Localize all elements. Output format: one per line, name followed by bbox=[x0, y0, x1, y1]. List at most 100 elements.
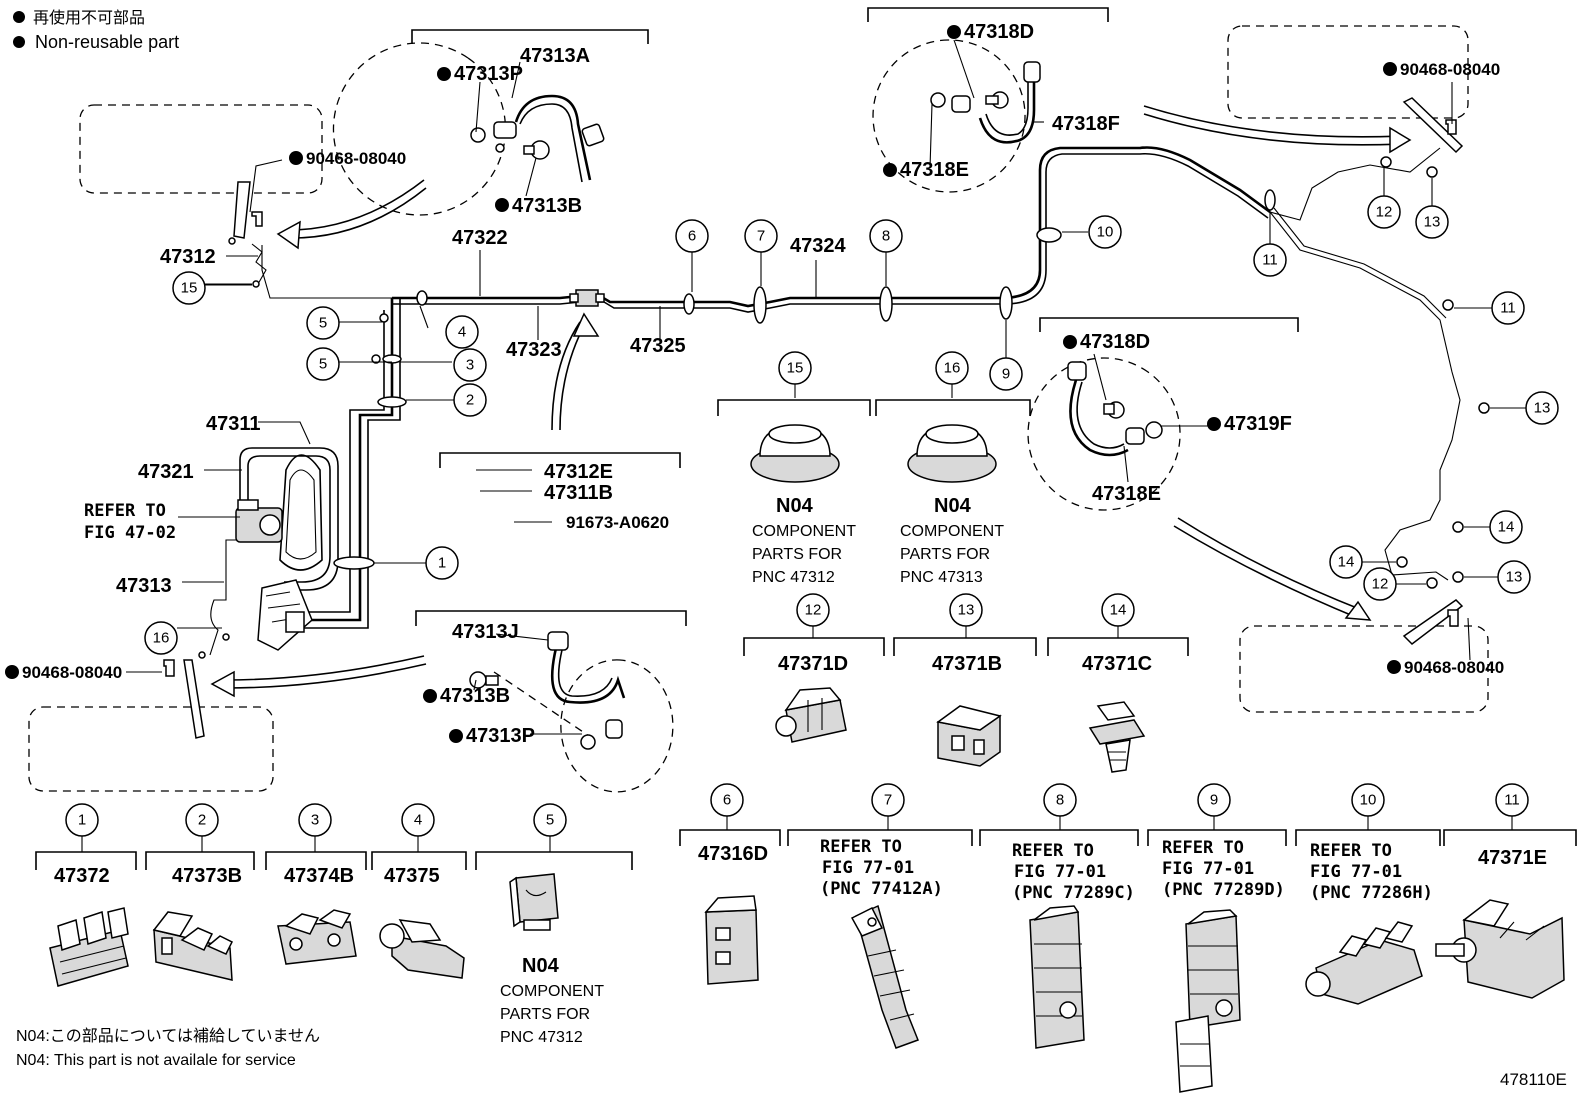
label-47324: 47324 bbox=[790, 235, 846, 257]
svg-text:1: 1 bbox=[438, 555, 446, 572]
svg-text:6: 6 bbox=[688, 228, 696, 245]
label-47311: 47311 bbox=[206, 413, 261, 435]
label-refer-to-9: REFER TO bbox=[1162, 838, 1244, 858]
catalog-1: 1 bbox=[65, 803, 99, 837]
callout-11a: 11 bbox=[1253, 243, 1287, 277]
callout-12b: 12 bbox=[1363, 567, 1397, 601]
svg-text:4: 4 bbox=[414, 812, 422, 829]
label-n04-15: N04 bbox=[776, 495, 814, 517]
label-n04-16: N04 bbox=[934, 495, 972, 517]
label-refer-to-8: REFER TO bbox=[1012, 841, 1094, 861]
label-47311B: 47311B bbox=[544, 482, 613, 504]
hose-detail-mid-right bbox=[1027, 357, 1181, 511]
bracket-clips bbox=[163, 97, 1464, 739]
catalog-16: 16 bbox=[935, 351, 969, 385]
label-fig-77-01-8: FIG 77-01 bbox=[1014, 862, 1106, 882]
catalog-13: 13 bbox=[949, 593, 983, 627]
svg-text:13: 13 bbox=[958, 602, 975, 619]
catalog-4: 4 bbox=[401, 803, 435, 837]
label-91673-A0620: 91673-A0620 bbox=[566, 513, 669, 532]
label-47372: 47372 bbox=[54, 865, 110, 887]
label-47371C: 47371C bbox=[1082, 653, 1152, 675]
catalog-9: 9 bbox=[1197, 783, 1231, 817]
label-47375: 47375 bbox=[384, 865, 440, 887]
label-parts-for-15: PARTS FOR bbox=[752, 546, 842, 563]
part-labels: 47313A 47313P 90468-08040 47313B 47312 4… bbox=[5, 21, 1504, 747]
svg-text:3: 3 bbox=[311, 812, 319, 829]
label-47318D-mid: 47318D bbox=[1080, 331, 1150, 353]
catalog-3: 3 bbox=[298, 803, 332, 837]
svg-text:12: 12 bbox=[1372, 576, 1389, 593]
hose-detail-top-left bbox=[332, 42, 605, 216]
svg-text:10: 10 bbox=[1360, 792, 1377, 809]
catalog-grommets: 15 N04 COMPONENT PARTS FOR PNC 47312 16 … bbox=[717, 351, 1031, 586]
clamp-markers bbox=[198, 156, 1490, 659]
label-47371B: 47371B bbox=[932, 653, 1002, 675]
svg-text:3: 3 bbox=[466, 357, 474, 374]
label-90468-top-left: 90468-08040 bbox=[306, 149, 406, 168]
label-component-16: COMPONENT bbox=[900, 523, 1004, 540]
arrows bbox=[210, 105, 1412, 698]
legend-n04-en: N04: This part is not availale for servi… bbox=[16, 1052, 296, 1069]
svg-text:9: 9 bbox=[1002, 366, 1010, 383]
label-47313B-bottom: 47313B bbox=[440, 685, 510, 707]
callout-3: 3 bbox=[453, 348, 487, 382]
label-pnc-77286h: (PNC 77286H) bbox=[1310, 883, 1433, 903]
svg-text:8: 8 bbox=[1056, 792, 1064, 809]
callout-14b: 14 bbox=[1329, 545, 1363, 579]
label-47321: 47321 bbox=[138, 461, 194, 483]
junction-block bbox=[569, 289, 605, 307]
svg-text:13: 13 bbox=[1506, 569, 1523, 586]
legend-non-reusable-en: Non-reusable part bbox=[35, 32, 179, 52]
svg-text:12: 12 bbox=[1376, 204, 1393, 221]
svg-text:6: 6 bbox=[723, 792, 731, 809]
label-47318E-mid: 47318E bbox=[1092, 483, 1161, 505]
svg-text:7: 7 bbox=[884, 792, 892, 809]
label-47373B: 47373B bbox=[172, 865, 242, 887]
svg-text:1: 1 bbox=[78, 812, 86, 829]
label-47313: 47313 bbox=[116, 575, 172, 597]
label-parts-for-16: PARTS FOR bbox=[900, 546, 990, 563]
callout-8: 8 bbox=[869, 219, 903, 253]
legend-n04-ja: N04:この部品については補給していません bbox=[16, 1027, 320, 1045]
label-n04-5: N04 bbox=[522, 955, 560, 977]
catalog-bottom-left: 1 47372 2 47373B 3 47374B 4 47375 5 bbox=[35, 803, 633, 1046]
catalog-15: 15 bbox=[778, 351, 812, 385]
svg-text:2: 2 bbox=[466, 392, 474, 409]
area-boxes bbox=[28, 7, 1489, 792]
label-fig-47-02: FIG 47-02 bbox=[84, 523, 176, 543]
label-fig-77-01-7: FIG 77-01 bbox=[822, 858, 914, 878]
callout-6: 6 bbox=[675, 219, 709, 253]
label-fig-77-01-10: FIG 77-01 bbox=[1310, 862, 1402, 882]
callout-1: 1 bbox=[425, 546, 459, 580]
leader-lines bbox=[126, 39, 1526, 735]
label-pnc-47312-5: PNC 47312 bbox=[500, 1029, 583, 1046]
catalog-5: 5 bbox=[533, 803, 567, 837]
catalog-6: 6 bbox=[710, 783, 744, 817]
svg-text:7: 7 bbox=[757, 228, 765, 245]
svg-text:13: 13 bbox=[1424, 214, 1441, 231]
svg-text:5: 5 bbox=[319, 315, 327, 332]
label-47313J: 47313J bbox=[452, 621, 519, 643]
master-cylinder bbox=[235, 499, 313, 651]
callouts-diagram: 1 2 3 4 5 5 15 16 6 7 8 9 10 11 11 12 13… bbox=[144, 195, 1559, 655]
svg-text:15: 15 bbox=[181, 280, 198, 297]
label-pnc-77289c: (PNC 77289C) bbox=[1012, 883, 1135, 903]
label-47318E-top: 47318E bbox=[900, 159, 969, 181]
label-component-5: COMPONENT bbox=[500, 983, 604, 1000]
callout-5a: 5 bbox=[306, 306, 340, 340]
callout-13a: 13 bbox=[1415, 205, 1449, 239]
svg-text:9: 9 bbox=[1210, 792, 1218, 809]
callout-11b: 11 bbox=[1491, 291, 1525, 325]
label-component-15: COMPONENT bbox=[752, 523, 856, 540]
svg-text:4: 4 bbox=[458, 324, 466, 341]
label-47374B: 47374B bbox=[284, 865, 354, 887]
label-47313P-top: 47313P bbox=[454, 63, 523, 85]
catalog-clamps-12-14: 12 47371D 13 47371B 14 47371C bbox=[743, 593, 1189, 773]
catalog-12: 12 bbox=[796, 593, 830, 627]
catalog-11: 11 bbox=[1495, 783, 1529, 817]
svg-text:5: 5 bbox=[546, 812, 554, 829]
svg-text:10: 10 bbox=[1097, 224, 1114, 241]
svg-text:11: 11 bbox=[1500, 300, 1516, 317]
